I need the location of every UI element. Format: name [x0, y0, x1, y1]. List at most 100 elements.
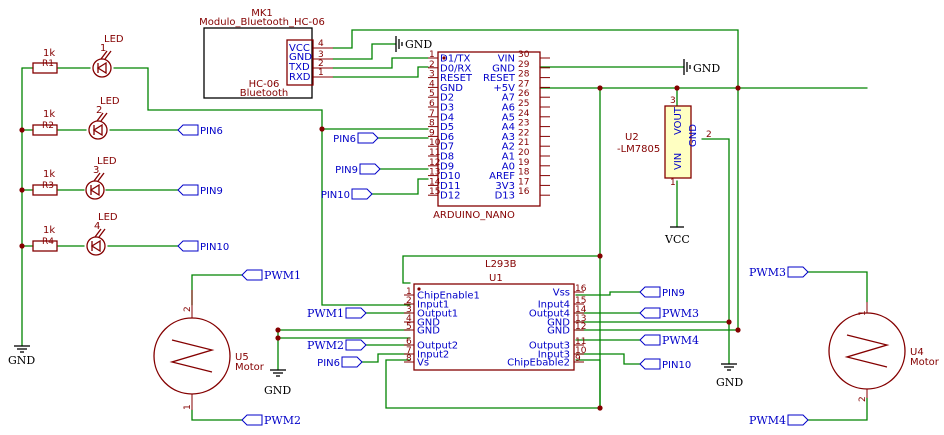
bt-num-4: 4 — [318, 39, 324, 49]
u4-pin-bottom: 2 — [858, 396, 868, 402]
driver-pin-num: 14 — [575, 305, 587, 315]
driver-pin-num: 1 — [406, 287, 412, 297]
u5-value: Motor — [235, 362, 265, 373]
arduino-pin-name: D10 — [440, 171, 460, 182]
arduino-pin-name: D8 — [440, 152, 454, 163]
arduino-pin-name: D2 — [440, 93, 454, 104]
reg-ref: U2 — [625, 132, 639, 143]
bt-name2: Bluetooth — [240, 88, 289, 99]
driver-pin-num: 7 — [406, 346, 412, 356]
arduino-pin-num: 26 — [518, 89, 530, 99]
vcc-label: VCC — [664, 233, 690, 246]
arduino-pin-name: D0/RX — [440, 63, 471, 74]
arduino-pin-name: AREF — [489, 171, 515, 182]
net-label-pin6: PIN6 — [177, 124, 223, 137]
net-label-text: PIN10 — [200, 242, 229, 253]
regulator-lm7805: U2 -LM7805 VOUT GND VIN 3 2 1 — [617, 96, 712, 188]
junctions — [19, 85, 741, 411]
gnd-symbol-regulator: GND — [716, 363, 743, 389]
reg-pin-vin: VIN — [673, 153, 684, 170]
arduino-pin-name: D3 — [440, 103, 454, 114]
net-label-pwm3: PWM3 — [639, 307, 699, 320]
arduino-pin-num: 8 — [429, 119, 435, 129]
bt-num-2: 2 — [318, 59, 324, 69]
arduino-pin-name: A2 — [502, 142, 515, 153]
arduino-pin-num: 11 — [429, 148, 440, 158]
led-name: LED — [97, 156, 117, 167]
net-label-text: PWM4 — [749, 414, 786, 427]
arduino-value: ARDUINO_NANO — [433, 210, 515, 221]
u4-value: Motor — [910, 357, 940, 368]
arduino-pin-num: 24 — [518, 109, 530, 119]
arduino-pin-num: 7 — [429, 109, 435, 119]
r4-ref: R4 — [42, 237, 54, 247]
driver-pin-name: ChipEnable1 — [417, 291, 480, 302]
net-label-pin6: PIN6 — [317, 356, 363, 369]
net-label-text: PWM1 — [307, 307, 344, 320]
gnd-label-regulator: GND — [716, 376, 743, 389]
arduino-pin-name: D12 — [440, 191, 460, 202]
resistor-r4: 1k R4 — [32, 225, 58, 252]
driver-pin-name: Input1 — [417, 300, 449, 311]
bt-value: Modulo_Bluetooth_HC-06 — [199, 17, 325, 28]
bt-pin-vcc: VCC — [289, 43, 310, 54]
gnd-label-driver: GND — [264, 384, 291, 397]
gnd-label-arduino: GND — [693, 62, 720, 75]
net-label-pwm3: PWM3 — [749, 266, 809, 279]
net-label-text: PIN10 — [321, 190, 350, 201]
net-label-pwm4: PWM4 — [639, 334, 699, 347]
arduino-pin-num: 13 — [429, 168, 440, 178]
arduino-pin-num: 19 — [518, 158, 530, 168]
u5-pin-top: 2 — [183, 306, 193, 312]
resistor-r2: 1k R2 — [32, 109, 58, 136]
r1-ref: R1 — [42, 59, 54, 69]
arduino-pin-num: 17 — [518, 177, 529, 187]
bt-pin-gnd: GND — [289, 52, 312, 63]
net-label-text: PIN6 — [317, 358, 340, 369]
driver-pin-name: Vss — [553, 288, 570, 299]
driver-value: L293B — [485, 259, 517, 270]
net-label-text: PIN9 — [335, 165, 358, 176]
net-label-text: PWM2 — [307, 339, 344, 352]
driver-pin-name: Output3 — [529, 341, 570, 352]
driver-pin-num: 9 — [575, 354, 581, 364]
net-label-pin9: PIN9 — [335, 163, 381, 176]
net-label-pin9: PIN9 — [639, 286, 685, 299]
u5-pin-bottom: 1 — [183, 404, 193, 410]
driver-pin-num: 8 — [406, 354, 412, 364]
arduino-nano: ARDUINO_NANO D1/TX1D0/RX2RESET3GND4D25D3… — [428, 50, 550, 221]
driver-ref: U1 — [489, 273, 503, 284]
arduino-pin-name: VIN — [498, 54, 515, 65]
led-num: 2 — [96, 105, 102, 116]
bt-num-3: 3 — [318, 50, 324, 60]
gnd-label-bt: GND — [405, 38, 432, 51]
net-label-text: PWM4 — [662, 334, 699, 347]
driver-pin-num: 2 — [406, 296, 412, 306]
driver-pin-name: GND — [547, 326, 570, 337]
driver-pin-num: 6 — [406, 337, 412, 347]
u4-pin-top: 1 — [858, 310, 868, 316]
net-label-pwm1: PWM1 — [307, 307, 367, 320]
driver-pin-name: Output1 — [417, 309, 458, 320]
driver-pin-name: Output2 — [417, 341, 458, 352]
driver-pin-num: 5 — [406, 322, 412, 332]
resistor-r1: 1k R1 — [32, 48, 58, 74]
arduino-pin-name: D1/TX — [440, 54, 471, 65]
arduino-pin-name: D11 — [440, 181, 460, 192]
vcc-symbol: VCC — [664, 226, 690, 246]
arduino-pin-name: A6 — [502, 103, 515, 114]
driver-pin-name: Input4 — [538, 300, 570, 311]
r3-ref: R3 — [42, 181, 54, 191]
gnd-label-left: GND — [8, 354, 35, 367]
bt-pin-rxd: RXD — [289, 72, 311, 83]
net-label-text: PIN9 — [200, 186, 223, 197]
arduino-pin-name: GND — [440, 83, 463, 94]
reg-pin-gnd: GND — [688, 124, 699, 147]
driver-pin-num: 4 — [406, 314, 412, 324]
resistor-r3: 1k R3 — [32, 169, 58, 196]
led-name: LED — [104, 34, 124, 45]
motor-u4: 1 2 U4 Motor — [828, 302, 940, 402]
arduino-pin-num: 23 — [518, 119, 529, 129]
